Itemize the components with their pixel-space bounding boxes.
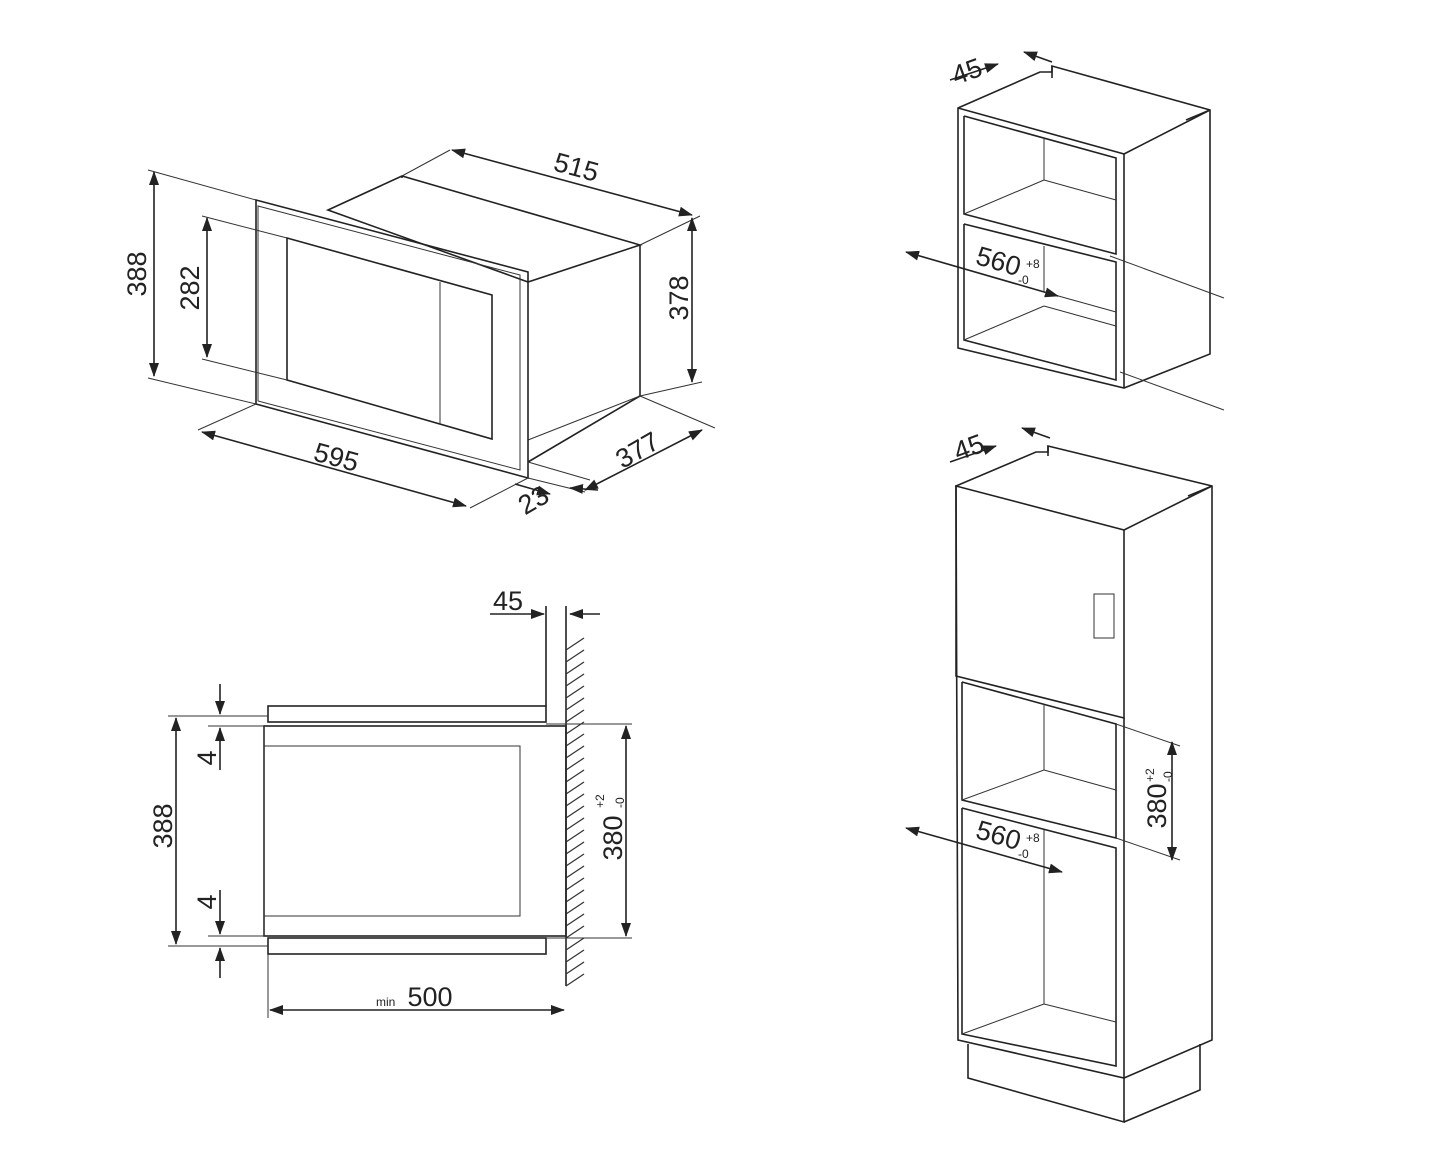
dim-4-bottom: 4 [192,890,225,978]
tol-minus-tall-w: -0 [1018,847,1029,861]
hatch-line [565,637,585,651]
tol-plus-wall: +8 [1026,257,1040,271]
oven-front-panel [255,198,529,480]
dim-560-wall-label: 560 [973,241,1025,282]
dim-45-section-label: 45 [493,586,523,616]
hatch-line [565,913,585,927]
hatch-line [565,877,585,891]
dim-560-tall: 560 +8 -0 [905,815,1063,874]
tol-minus-tall: -0 [1161,771,1175,782]
tol-minus-wall: -0 [1018,273,1029,287]
hatch-line [565,769,585,783]
hatch-line [565,709,585,723]
wall-cabinet-view: 45 560 +8 -0 [905,51,1225,411]
dim-388-section-label: 388 [148,803,178,848]
hatch-line [565,745,585,759]
section-extension-lines [168,715,632,1018]
dim-500-section: min 500 [269,982,565,1015]
oven-body [325,175,643,463]
dim-4-bottom-label: 4 [192,894,222,909]
dim-378-label: 378 [664,275,694,320]
dim-378-oven: 378 [664,217,697,383]
hatch-line [565,733,585,747]
hatch-line [565,817,585,831]
hatch-line [565,973,585,987]
dim-380-section-label: 380 [598,815,628,860]
hatch-line [565,697,585,711]
tol-plus-section: +2 [593,794,607,808]
dim-45-section: 45 [490,586,600,619]
dim-595-label: 595 [311,437,362,478]
dim-515-label: 515 [551,147,602,188]
hatch-line [565,781,585,795]
hatch-line [565,829,585,843]
dim-45-wall-label: 45 [948,52,986,90]
wall-cabinet-body [957,64,1211,389]
shelves [267,606,547,955]
tol-plus-tall-w: +8 [1026,831,1040,845]
dim-500-label: 500 [407,982,452,1012]
dim-380-tall: 380 +2 -0 [1115,723,1181,861]
hatch-line [565,793,585,807]
hatch-line [565,853,585,867]
hatch-line [565,949,585,963]
hatch-line [565,685,585,699]
tall-cabinet-body [955,444,1213,1124]
dim-380-section: 380 +2 -0 [593,725,631,937]
dim-4-top: 4 [192,684,225,770]
dim-388-label: 388 [122,251,152,296]
hatch-line [565,865,585,879]
dim-388-oven: 388 [122,171,159,377]
dim-282-label: 282 [175,265,205,310]
hatch-lines [565,637,585,987]
oven-iso-view: 388 282 515 378 595 377 2 [122,147,716,521]
hatch-line [565,673,585,687]
hatch-line [565,649,585,663]
dim-515-oven: 515 [451,147,693,217]
hatch-line [565,889,585,903]
hatch-line [565,937,585,951]
dim-500-prefix: min [376,995,395,1009]
tol-minus-section: -0 [613,797,627,808]
dim-560-wall: 560 +8 -0 [905,241,1225,411]
dim-377-label: 377 [610,426,664,475]
hatch-line [565,661,585,675]
dim-388-section: 388 [148,717,181,945]
dim-4-top-label: 4 [192,750,222,765]
tall-cabinet-view: 45 380 +2 -0 560 +8 -0 [905,427,1213,1124]
dim-282-oven: 282 [175,217,212,358]
hatch-line [565,757,585,771]
tol-plus-tall: +2 [1143,768,1157,782]
dim-377-oven: 377 [584,426,703,491]
hatch-line [565,901,585,915]
wall-hatched [565,606,585,987]
hatch-line [565,925,585,939]
oven-side [263,725,567,937]
hatch-line [565,805,585,819]
hatch-line [565,961,585,975]
dim-380-tall-label: 380 [1142,783,1172,828]
dim-595-oven: 595 [201,430,467,508]
dim-45-tall: 45 [950,427,1051,467]
hatch-line [565,841,585,855]
dim-45-wall: 45 [948,51,1053,91]
dim-45-tall-label: 45 [950,428,988,466]
side-section-view: 45 388 4 4 380 +2 -0 min 500 [148,586,632,1018]
dim-23-oven: 23 [513,480,599,521]
